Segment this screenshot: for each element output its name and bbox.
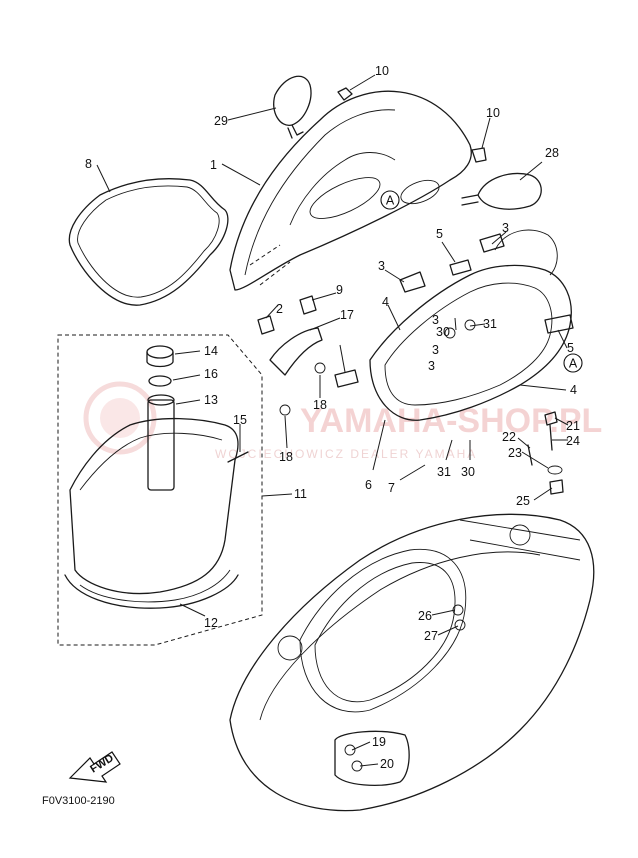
part-gasket — [68, 178, 229, 306]
callout-30a: 30 — [436, 325, 450, 339]
callout-30b: 30 — [461, 465, 475, 479]
callout-18a: 18 — [313, 398, 327, 412]
callout-12: 12 — [204, 616, 218, 630]
callout-23: 23 — [508, 446, 522, 460]
callout-18b: 18 — [279, 450, 293, 464]
diagram-code: F0V3100-2190 — [42, 795, 115, 807]
callout-31a: 31 — [483, 317, 497, 331]
part-compartment — [334, 229, 574, 421]
callout-3c: 3 — [432, 313, 439, 327]
callout-5b: 5 — [567, 341, 574, 355]
callout-20: 20 — [380, 757, 394, 771]
callout-8: 8 — [85, 157, 92, 171]
callout-22: 22 — [502, 430, 516, 444]
callout-19: 19 — [372, 735, 386, 749]
callout-5a: 5 — [436, 227, 443, 241]
ref-marker-compartment: A — [563, 353, 583, 373]
ref-marker-hood-label: A — [386, 194, 395, 208]
part-bolts — [527, 411, 564, 495]
callout-9: 9 — [336, 283, 343, 297]
callout-labels: 1 2 3 3 3 3 3 4 4 5 5 6 7 8 9 10 10 11 1… — [85, 64, 580, 771]
watermark-main: YAMAHA-SHOP.PL — [300, 402, 602, 440]
callout-4a: 4 — [382, 295, 389, 309]
part-brackets — [257, 295, 326, 416]
callout-3d: 3 — [432, 343, 439, 357]
callout-15: 15 — [233, 413, 247, 427]
part-clips — [337, 87, 487, 163]
fwd-arrow-icon: FWD — [68, 751, 121, 783]
callout-16: 16 — [204, 367, 218, 381]
watermark: YAMAHA-SHOP.PL WOJCIECHOWICZ DEALER YAMA… — [83, 381, 602, 461]
callout-13: 13 — [204, 393, 218, 407]
watermark-sub: WOJCIECHOWICZ DEALER YAMAHA — [215, 447, 477, 461]
part-mirror-right — [461, 172, 542, 210]
part-mirror-left — [273, 75, 312, 139]
ref-marker-hood: A — [380, 190, 400, 210]
callout-4b: 4 — [570, 383, 577, 397]
part-tank-group — [57, 334, 263, 646]
callout-11: 11 — [294, 487, 307, 501]
callout-28: 28 — [545, 146, 559, 160]
callout-1: 1 — [210, 158, 217, 172]
part-hull — [229, 513, 595, 812]
leader-lines — [96, 74, 569, 767]
callout-31b: 31 — [437, 465, 451, 479]
part-hood — [229, 90, 472, 291]
callout-3a: 3 — [378, 259, 385, 273]
callout-10a: 10 — [375, 64, 389, 78]
callout-26: 26 — [418, 609, 432, 623]
callout-25: 25 — [516, 494, 530, 508]
callout-10b: 10 — [486, 106, 500, 120]
callout-14: 14 — [204, 344, 218, 358]
callout-21: 21 — [566, 419, 580, 433]
callout-29: 29 — [214, 114, 228, 128]
callout-3e: 3 — [428, 359, 435, 373]
callout-24: 24 — [566, 434, 580, 448]
callout-7: 7 — [388, 481, 395, 495]
callout-6: 6 — [365, 478, 372, 492]
callout-3b: 3 — [502, 221, 509, 235]
callout-2: 2 — [276, 302, 283, 316]
callout-27: 27 — [424, 629, 438, 643]
ref-marker-compartment-label: A — [569, 357, 578, 371]
callout-17: 17 — [340, 308, 354, 322]
